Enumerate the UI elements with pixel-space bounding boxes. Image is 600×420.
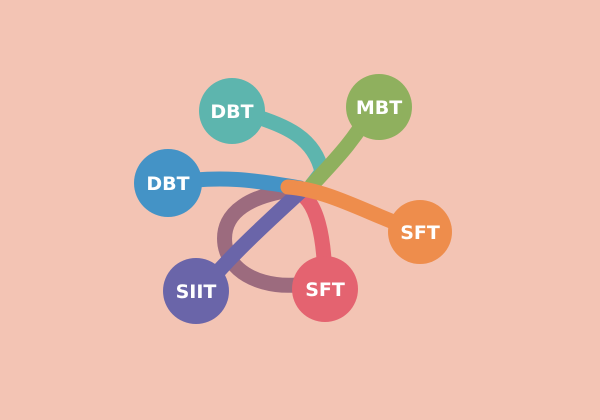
node-circle [199, 78, 265, 144]
node-circle [292, 256, 358, 322]
link-loop [217, 182, 326, 293]
node-circle [163, 258, 229, 324]
node-label: DBT [146, 173, 189, 195]
nodes: DBT MBT DBT SFT SIIT SFT [134, 74, 452, 324]
node-dbt-left: DBT [134, 149, 202, 217]
node-label: SFT [400, 222, 440, 244]
node-sft-right: SFT [388, 200, 452, 264]
node-circle [388, 200, 452, 264]
node-label: MBT [356, 97, 402, 119]
node-circle [346, 74, 412, 140]
node-label: DBT [210, 101, 253, 123]
node-circle [134, 149, 202, 217]
node-dbt-top: DBT [199, 78, 265, 144]
node-siit: SIIT [163, 258, 229, 324]
node-label: SIIT [176, 281, 217, 303]
node-label: SFT [305, 279, 345, 301]
node-mbt: MBT [346, 74, 412, 140]
node-sft-bottom: SFT [292, 256, 358, 322]
